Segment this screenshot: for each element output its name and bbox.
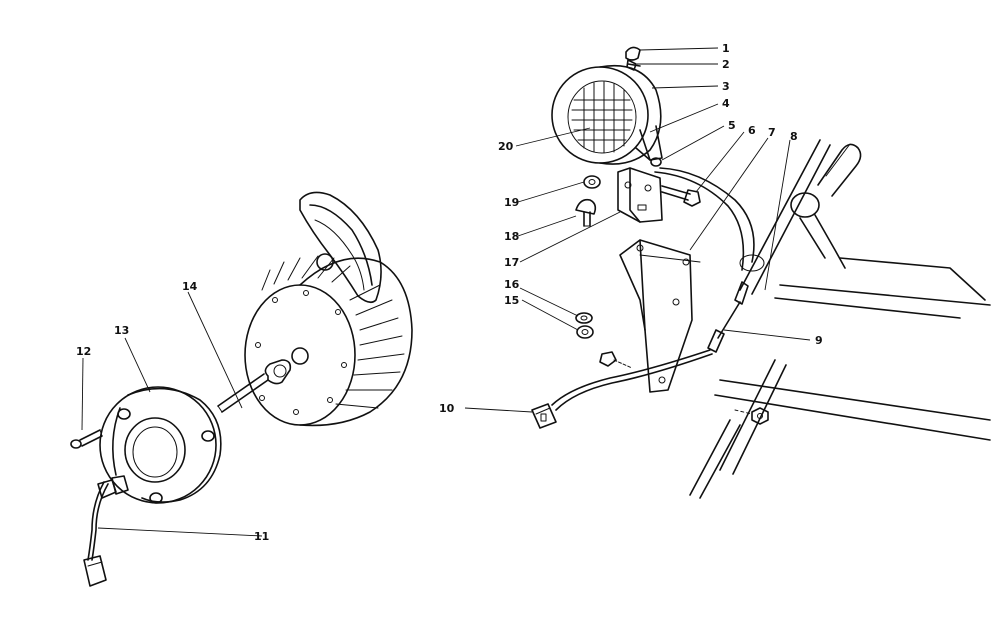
- callout-8: 8: [790, 130, 798, 143]
- carriage-bolt-18: [575, 198, 597, 227]
- callout-11: 11: [254, 530, 269, 543]
- leader-lines: [81, 47, 811, 537]
- light-support-plate: [619, 239, 693, 393]
- blower-housing: [244, 191, 413, 427]
- work-light-assembly: [551, 46, 663, 167]
- callout-20: 20: [498, 140, 514, 153]
- callout-15: 15: [504, 294, 519, 307]
- callout-14: 14: [182, 280, 198, 293]
- cooling-fins: [261, 255, 405, 409]
- callout-labels: 1 2 3 4 5 6 7 8 9 10 11 12 13 14 15 16 1…: [76, 42, 823, 543]
- bolt-6: [661, 185, 701, 207]
- callout-18: 18: [504, 230, 519, 243]
- mount-bracket: [617, 167, 663, 223]
- callout-2: 2: [722, 58, 730, 71]
- screw-12: [70, 429, 103, 449]
- callout-3: 3: [722, 80, 730, 93]
- callout-10: 10: [439, 402, 455, 415]
- alternator-stator-13: [99, 386, 222, 504]
- callout-19: 19: [504, 196, 519, 209]
- callout-9: 9: [815, 334, 823, 347]
- callout-1: 1: [722, 42, 730, 55]
- nut-19: [583, 175, 601, 189]
- callout-5: 5: [728, 119, 736, 132]
- washer-16: [575, 312, 593, 324]
- starter-handle: [299, 191, 382, 304]
- nut-15: [576, 325, 594, 339]
- callout-4: 4: [722, 97, 730, 110]
- frame-bolt: [599, 351, 633, 369]
- lens-grid: [571, 81, 633, 154]
- stator-stud-14: [217, 359, 292, 413]
- plug-connector-10: [531, 403, 557, 429]
- stator-lead-11: [83, 479, 117, 587]
- callout-16: 16: [504, 278, 520, 291]
- callout-6: 6: [748, 124, 756, 137]
- callout-12: 12: [76, 345, 91, 358]
- tractor-frame: [639, 139, 991, 499]
- callout-17: 17: [504, 256, 519, 269]
- callout-7: 7: [768, 126, 776, 139]
- wiring-harness: [531, 167, 765, 429]
- callout-13: 13: [114, 324, 129, 337]
